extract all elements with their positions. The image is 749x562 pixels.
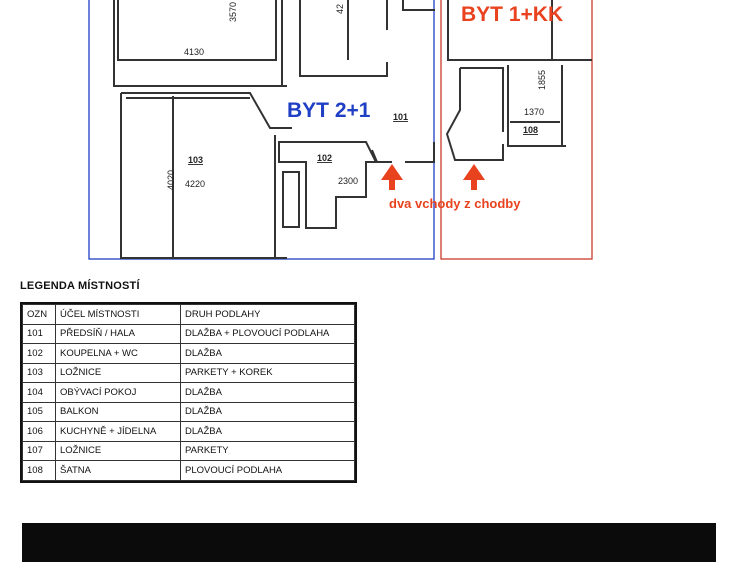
room-108-label: 108 [523, 125, 538, 135]
legend-header-podlaha: DRUH PODLAHY [180, 304, 355, 325]
room-purpose: LOŽNICE [55, 362, 181, 383]
legend-header-row: OZN ÚČEL MÍSTNOSTI DRUH PODLAHY [22, 304, 355, 325]
room-code: 106 [22, 421, 56, 442]
byt-1-kk-label: BYT 1+KK [461, 3, 563, 26]
room-purpose: LOŽNICE [55, 440, 181, 461]
legend-title: LEGENDA MÍSTNOSTÍ [20, 280, 140, 292]
room-102-label: 102 [317, 153, 332, 163]
table-row: 104 OBÝVACÍ POKOJ DLAŽBA [22, 382, 355, 403]
byt-2-1-label: BYT 2+1 [287, 99, 371, 122]
floor-type: DLAŽBA [180, 421, 355, 442]
byt-2-1-outline [88, 0, 435, 260]
dim-1370: 1370 [524, 107, 544, 117]
dim-4020: 4020 [166, 170, 176, 190]
redaction-bar [22, 523, 716, 562]
dim-2300: 2300 [338, 176, 358, 186]
walls [113, 0, 592, 259]
floor-type: PARKETY [180, 440, 355, 461]
entrance-arrow-right [463, 164, 485, 190]
table-row: 103 LOŽNICE PARKETY + KOREK [22, 362, 355, 383]
entrance-note: dva vchody z chodby [389, 196, 521, 211]
floor-type: DLAŽBA [180, 343, 355, 364]
room-code: 102 [22, 343, 56, 364]
legend-header-ozn: OZN [22, 304, 56, 325]
room-purpose: PŘEDSÍŇ / HALA [55, 323, 181, 344]
dim-4130: 4130 [184, 47, 204, 57]
entrance-arrow-left [381, 164, 403, 190]
dim-3570: 3570 [228, 2, 238, 22]
table-row: 108 ŠATNA PLOVOUCÍ PODLAHA [22, 460, 355, 481]
dim-4220: 4220 [185, 179, 205, 189]
table-row: 107 LOŽNICE PARKETY [22, 440, 355, 461]
room-code: 108 [22, 460, 56, 481]
floor-type: DLAŽBA [180, 382, 355, 403]
floor-type: PLOVOUCÍ PODLAHA [180, 460, 355, 481]
dim-1855: 1855 [537, 70, 547, 90]
floor-type: DLAŽBA [180, 401, 355, 422]
legend-header-ucel: ÚČEL MÍSTNOSTI [55, 304, 181, 325]
room-code: 104 [22, 382, 56, 403]
room-code: 107 [22, 440, 56, 461]
floor-type: PARKETY + KOREK [180, 362, 355, 383]
floor-type: DLAŽBA + PLOVOUCÍ PODLAHA [180, 323, 355, 344]
room-code: 101 [22, 323, 56, 344]
table-row: 101 PŘEDSÍŇ / HALA DLAŽBA + PLOVOUCÍ POD… [22, 323, 355, 344]
room-code: 103 [22, 362, 56, 383]
dim-42: 42 [335, 4, 345, 14]
room-purpose: OBÝVACÍ POKOJ [55, 382, 181, 403]
byt-1-kk-outline [440, 0, 593, 260]
legend-table: OZN ÚČEL MÍSTNOSTI DRUH PODLAHY 101 PŘED… [20, 302, 357, 483]
table-row: 105 BALKON DLAŽBA [22, 401, 355, 422]
room-purpose: BALKON [55, 401, 181, 422]
room-101-label: 101 [393, 112, 408, 122]
table-row: 102 KOUPELNA + WC DLAŽBA [22, 343, 355, 364]
table-row: 106 KUCHYNĚ + JÍDELNA DLAŽBA [22, 421, 355, 442]
room-purpose: ŠATNA [55, 460, 181, 481]
room-103-label: 103 [188, 155, 203, 165]
room-purpose: KOUPELNA + WC [55, 343, 181, 364]
room-code: 105 [22, 401, 56, 422]
room-purpose: KUCHYNĚ + JÍDELNA [55, 421, 181, 442]
